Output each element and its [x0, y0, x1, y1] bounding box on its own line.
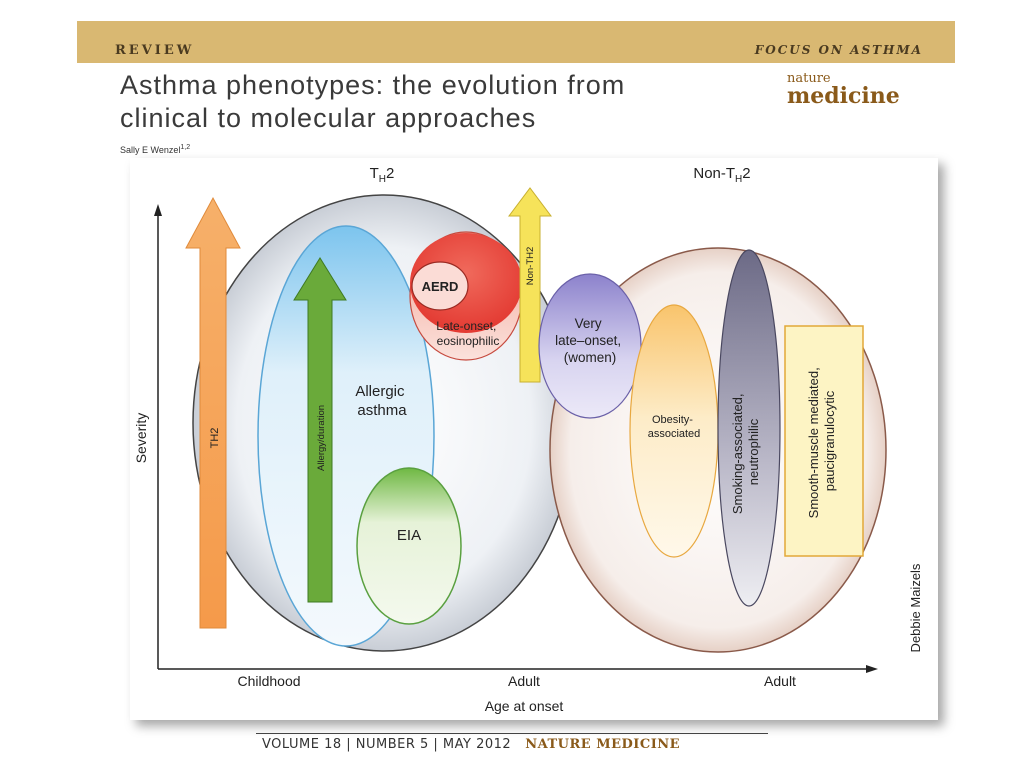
illustration-credit: Debbie Maizels [908, 563, 923, 652]
th2-group-label: TH2 [370, 165, 395, 185]
footer-rule [256, 733, 768, 734]
th2-arrow [185, 196, 241, 629]
focus-label: FOCUS ON ASTHMA [754, 43, 923, 57]
smoking-label: Smoking-associated, neutrophilic [730, 390, 761, 514]
very-late-onset-label: Very late–onset, (women) [555, 316, 625, 365]
allergy-duration-arrow [293, 257, 347, 603]
late-onset-label: Late-onset, eosinophilic [436, 319, 499, 348]
smoking-ellipse [717, 249, 781, 607]
obesity-label: Obesity- associated [648, 414, 701, 440]
title-line-2: clinical to molecular approaches [120, 103, 537, 133]
y-axis-arrowhead [154, 204, 162, 216]
smooth-muscle-label: Smooth-muscle mediated, paucigranulocyti… [806, 364, 837, 519]
logo-bottom: medicine [787, 83, 900, 109]
logo-top: nature [787, 71, 831, 86]
nonth2-arrow-label: Non-TH2 [525, 247, 536, 286]
author-affiliation: 1,2 [180, 144, 191, 151]
header-banner: REVIEW FOCUS ON ASTHMA [77, 21, 955, 63]
x-tick-adult-nonth2: Adult [764, 673, 796, 689]
footer: VOLUME 18 | NUMBER 5 | MAY 2012 NATURE ME… [262, 737, 680, 752]
aerd-ellipse [411, 261, 469, 311]
th2-arrow-label: TH2 [209, 428, 221, 449]
x-axis-label: Age at onset [485, 698, 564, 714]
issue-info: VOLUME 18 | NUMBER 5 | MAY 2012 [262, 737, 512, 752]
smooth-muscle-box [784, 325, 864, 557]
author-line: Sally E Wenzel1,2 [120, 144, 190, 155]
eia-ellipse [356, 467, 462, 625]
x-tick-adult-th2: Adult [508, 673, 540, 689]
phenotype-diagram: TH2 Non-TH2 TH2 Allergy/duration Allergi… [133, 165, 923, 714]
footer-journal: NATURE MEDICINE [525, 737, 681, 752]
x-tick-childhood: Childhood [237, 673, 300, 689]
nonth2-group-label: Non-TH2 [693, 165, 750, 185]
section-label: REVIEW [115, 43, 195, 58]
phenotype-figure: TH2 Non-TH2 TH2 Allergy/duration Allergi… [130, 158, 938, 720]
title-line-1: Asthma phenotypes: the evolution from [120, 70, 626, 100]
journal-logo: nature medicine [787, 72, 900, 107]
article-title: Asthma phenotypes: the evolution from cl… [120, 69, 780, 135]
eia-label: EIA [397, 527, 421, 544]
y-axis-label: Severity [133, 413, 149, 464]
allergy-duration-label: Allergy/duration [316, 405, 327, 471]
x-axis-arrowhead [866, 665, 878, 673]
author-name: Sally E Wenzel [120, 145, 181, 155]
allergic-asthma-label: Allergic asthma [355, 383, 408, 419]
aerd-label: AERD [422, 279, 459, 294]
